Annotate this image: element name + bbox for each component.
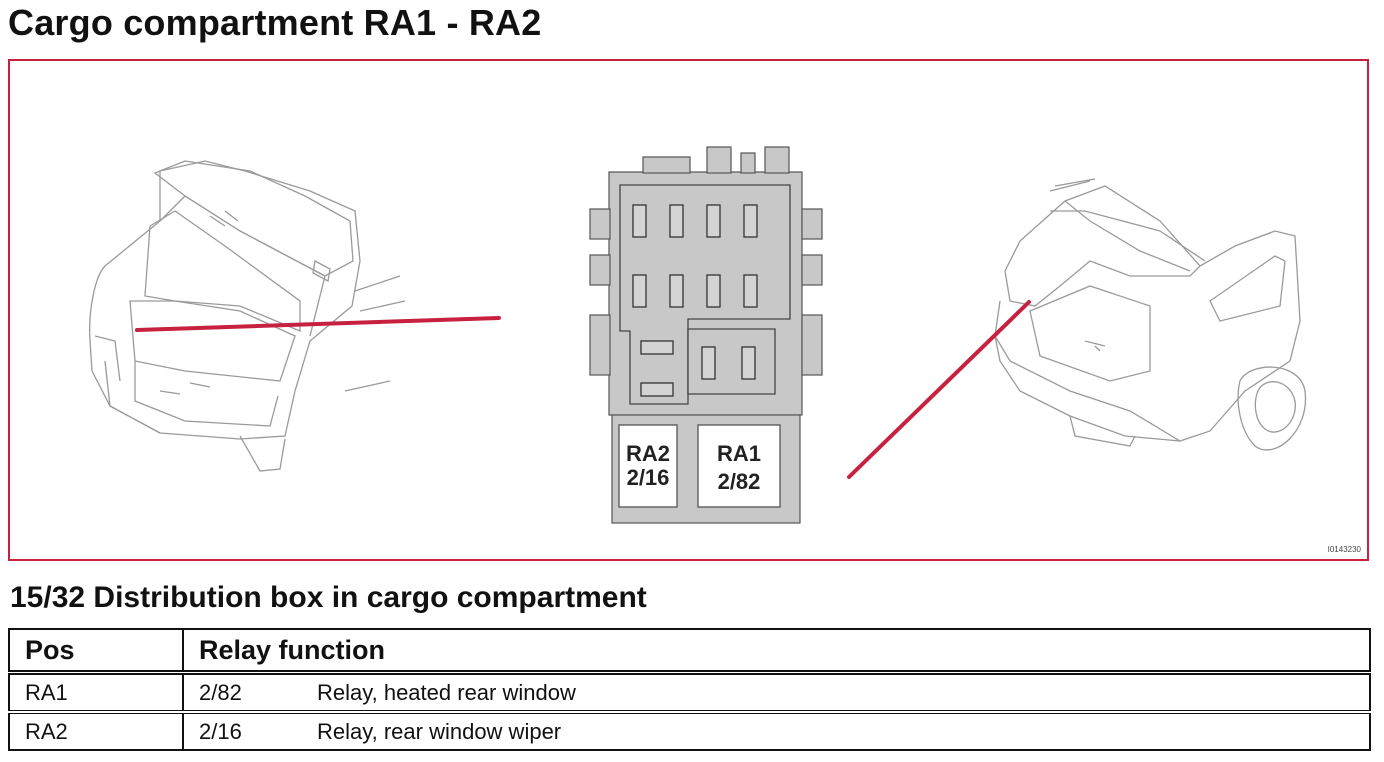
ra2-label: RA2: [626, 441, 670, 466]
row-relay-function: 2/82 Relay, heated rear window: [182, 671, 1371, 714]
row-description: Relay, rear window wiper: [317, 718, 562, 744]
figure-id-text: I0143230: [1327, 545, 1361, 554]
right-car-illustration: [994, 178, 1307, 451]
row-description: Relay, heated rear window: [317, 679, 576, 705]
header-relay-function: Relay function: [182, 628, 1371, 675]
row-code: 2/82: [199, 679, 242, 705]
left-car-illustration: [89, 160, 406, 472]
ra1-label: RA1: [717, 441, 761, 466]
ra2-code: 2/16: [627, 465, 670, 490]
table-row: RA2 2/16 Relay, rear window wiper: [8, 711, 1371, 751]
location-figure: RA2 2/16 RA1 2/82 I0143230: [8, 59, 1369, 561]
relay-box-illustration: RA2 2/16 RA1 2/82: [589, 146, 823, 524]
figure-illustration: RA2 2/16 RA1 2/82: [89, 146, 1307, 524]
table-header-row: Pos Relay function: [8, 628, 1371, 675]
row-relay-function: 2/16 Relay, rear window wiper: [182, 711, 1371, 751]
ra2-fuse-slot: [618, 424, 678, 508]
ra1-code: 2/82: [718, 469, 761, 494]
row-pos: RA1: [8, 671, 184, 714]
left-pointer-line: [135, 316, 501, 332]
table-row: RA1 2/82 Relay, heated rear window: [8, 671, 1371, 714]
ra1-fuse-slot: [697, 424, 781, 508]
relay-table: Pos Relay function RA1 2/82 Relay, heated…: [8, 628, 1371, 751]
right-pointer-line: [847, 300, 1031, 479]
header-pos: Pos: [8, 628, 184, 675]
row-code: 2/16: [199, 718, 242, 744]
page-title: Cargo compartment RA1 - RA2: [8, 2, 542, 43]
section-title: 15/32 Distribution box in cargo compartm…: [10, 581, 647, 614]
row-pos: RA2: [8, 711, 184, 751]
